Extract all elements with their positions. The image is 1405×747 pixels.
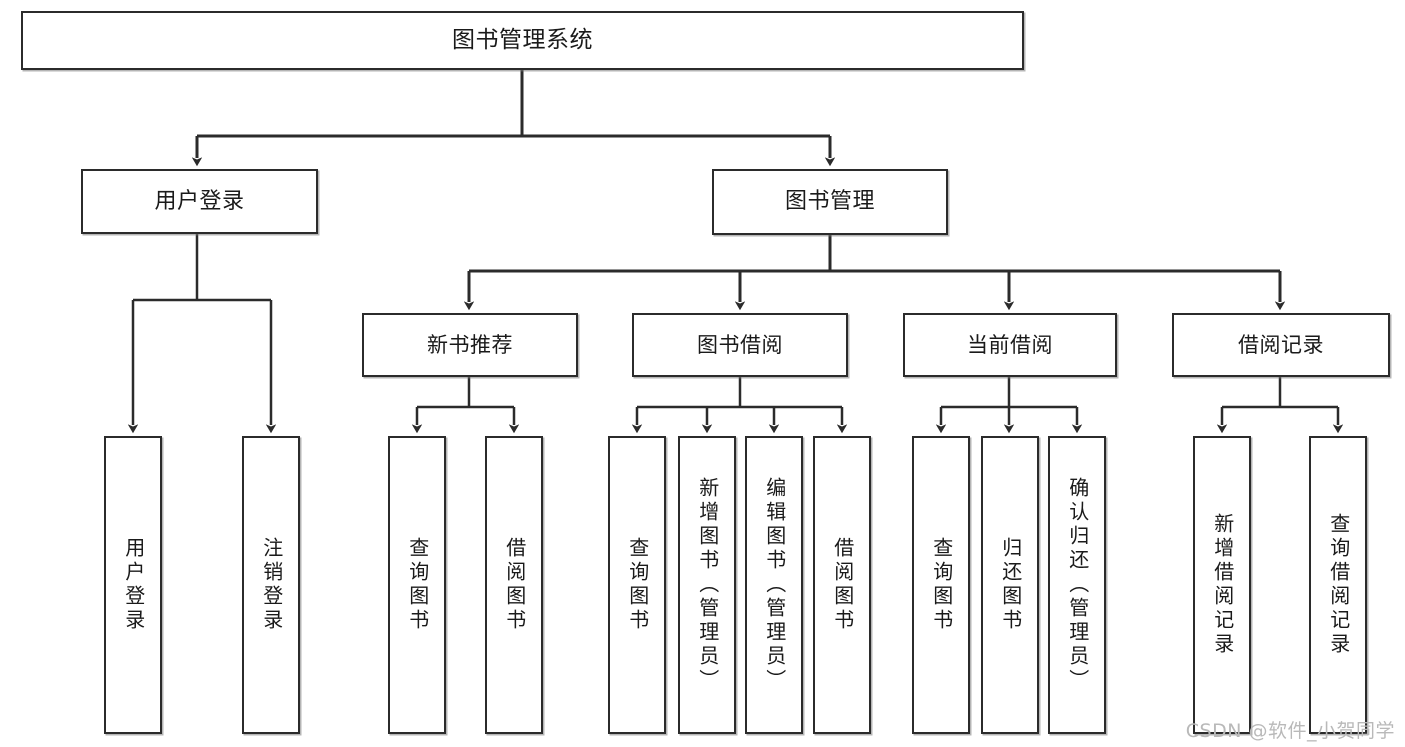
node-leaf-borrow-book-2[interactable]: 借阅图书 — [813, 436, 871, 734]
node-leaf-borrow-book-1-label: 借阅图书 — [502, 537, 527, 633]
node-new-book-recommend[interactable]: 新书推荐 — [362, 313, 578, 377]
node-leaf-confirm-return[interactable]: 确认归还（管理员） — [1048, 436, 1106, 734]
node-leaf-query-record[interactable]: 查询借阅记录 — [1309, 436, 1367, 734]
node-root-label: 图书管理系统 — [452, 26, 593, 53]
node-book-management[interactable]: 图书管理 — [712, 169, 948, 235]
node-leaf-logout-login-label: 注销登录 — [259, 537, 284, 633]
node-leaf-return-book-label: 归还图书 — [998, 537, 1023, 633]
node-leaf-query-book-1[interactable]: 查询图书 — [388, 436, 446, 734]
node-leaf-edit-book-label: 编辑图书（管理员） — [762, 477, 787, 693]
node-leaf-query-record-label: 查询借阅记录 — [1326, 513, 1351, 657]
node-leaf-add-book-label: 新增图书（管理员） — [695, 477, 720, 693]
node-leaf-query-book-2-label: 查询图书 — [625, 537, 650, 633]
node-leaf-query-book-2[interactable]: 查询图书 — [608, 436, 666, 734]
node-leaf-add-record[interactable]: 新增借阅记录 — [1193, 436, 1251, 734]
node-current-borrow[interactable]: 当前借阅 — [903, 313, 1117, 377]
node-leaf-borrow-book-2-label: 借阅图书 — [830, 537, 855, 633]
node-book-borrow[interactable]: 图书借阅 — [632, 313, 848, 377]
node-leaf-return-book[interactable]: 归还图书 — [981, 436, 1039, 734]
node-book-borrow-label: 图书借阅 — [697, 332, 783, 357]
node-leaf-borrow-book-1[interactable]: 借阅图书 — [485, 436, 543, 734]
node-leaf-query-book-3-label: 查询图书 — [929, 537, 954, 633]
node-leaf-edit-book[interactable]: 编辑图书（管理员） — [745, 436, 803, 734]
node-current-borrow-label: 当前借阅 — [967, 332, 1053, 357]
node-leaf-add-record-label: 新增借阅记录 — [1210, 513, 1235, 657]
node-root[interactable]: 图书管理系统 — [21, 11, 1024, 70]
node-new-book-recommend-label: 新书推荐 — [427, 332, 513, 357]
node-leaf-query-book-3[interactable]: 查询图书 — [912, 436, 970, 734]
node-user-login-label: 用户登录 — [154, 188, 245, 214]
node-user-login[interactable]: 用户登录 — [81, 169, 318, 234]
node-leaf-query-book-1-label: 查询图书 — [405, 537, 430, 633]
node-borrow-record-label: 借阅记录 — [1238, 332, 1324, 357]
node-book-management-label: 图书管理 — [784, 189, 875, 215]
node-leaf-logout-login[interactable]: 注销登录 — [242, 436, 300, 734]
node-borrow-record[interactable]: 借阅记录 — [1172, 313, 1390, 377]
node-leaf-add-book[interactable]: 新增图书（管理员） — [678, 436, 736, 734]
node-leaf-user-login-label: 用户登录 — [121, 537, 146, 633]
node-leaf-confirm-return-label: 确认归还（管理员） — [1065, 477, 1090, 693]
node-leaf-user-login[interactable]: 用户登录 — [104, 436, 162, 734]
